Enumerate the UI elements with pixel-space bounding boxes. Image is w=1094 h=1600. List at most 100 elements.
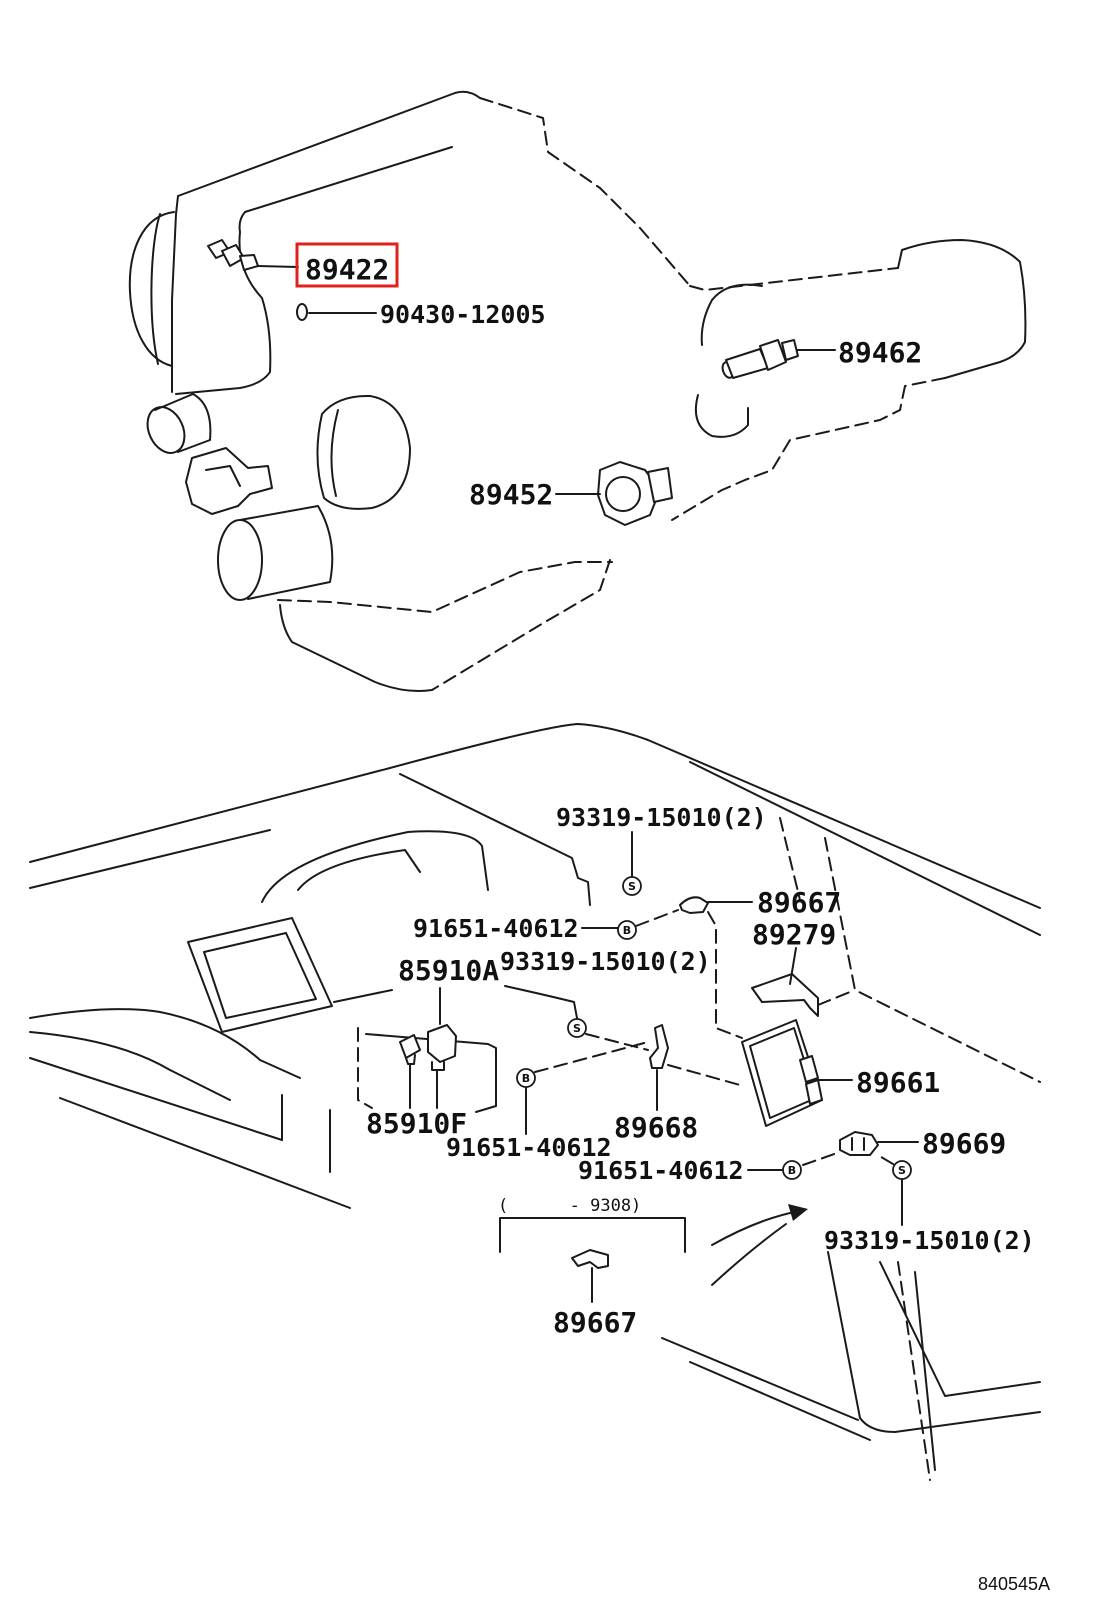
extension-bottom-hidden-edge	[671, 377, 946, 521]
sensor-face	[605, 476, 641, 512]
callout-91651-40612-mid[interactable]: 91651-40612	[446, 1133, 612, 1162]
oil-pan-hidden-edge	[277, 561, 613, 613]
ecu-connector	[799, 1055, 819, 1083]
callout-89661[interactable]: 89661	[856, 1066, 940, 1099]
bolt-marker-letter: B	[522, 1072, 530, 1085]
relay-85910f	[399, 1034, 421, 1109]
relay-bracket-hidden-edge	[357, 1027, 373, 1109]
bolt-marker: B	[516, 1068, 536, 1088]
bolt-marker-ring	[617, 920, 637, 940]
bell-housing-edge	[171, 195, 179, 393]
dash-lower-face	[281, 989, 393, 1173]
housing-top-hidden-edge	[479, 97, 691, 287]
sensor-89452	[555, 461, 673, 526]
bolt-marker-ring	[782, 1160, 802, 1180]
sensor-89462	[721, 339, 836, 379]
housing-top-edge	[177, 90, 481, 197]
housing-left-contour	[175, 211, 272, 395]
callout-89667-inset[interactable]: 89667	[553, 1306, 637, 1339]
callout-89452[interactable]: 89452	[469, 478, 553, 511]
screw-marker-letter: S	[898, 1164, 906, 1177]
mounting-line	[817, 991, 851, 1006]
center-ring	[316, 394, 411, 510]
sensor-89422	[207, 239, 299, 271]
leader-line	[257, 265, 299, 268]
inset-production-range: ( - 9308)	[498, 1196, 641, 1216]
output-shaft-body	[154, 393, 212, 453]
bracket-89667	[679, 896, 753, 914]
screw-marker-letter: S	[573, 1022, 581, 1035]
center-panel-outer	[187, 917, 333, 1033]
bracket-89668	[649, 1024, 669, 1111]
inset-bracket-line	[499, 1217, 686, 1253]
callout-89462[interactable]: 89462	[838, 336, 922, 369]
extension-nose	[694, 283, 763, 438]
sensor-connector	[647, 467, 673, 503]
leader-line	[789, 947, 797, 985]
bolt-marker-ring	[516, 1068, 536, 1088]
bracket-body	[571, 1249, 609, 1269]
diagram-code: 840545A	[978, 1574, 1050, 1594]
screw-marker-ring	[567, 1018, 587, 1038]
relay-body	[427, 1024, 457, 1063]
callout-89279[interactable]: 89279	[752, 918, 836, 951]
windshield-base	[689, 761, 1041, 936]
mount-bracket	[185, 447, 273, 515]
screw-marker-ring	[622, 876, 642, 896]
callout-89668[interactable]: 89668	[614, 1111, 698, 1144]
callout-93319-15010-mid[interactable]: 93319-15010(2)	[500, 947, 711, 976]
relay-terminal	[431, 1061, 445, 1071]
screw-marker: S	[892, 1160, 912, 1180]
bracket-body	[649, 1024, 669, 1069]
callout-85910a[interactable]: 85910A	[398, 954, 499, 987]
callout-91651-40612-low[interactable]: 91651-40612	[578, 1156, 744, 1185]
mounting-lines	[534, 909, 894, 1166]
front-cylinder-body	[239, 505, 334, 600]
highlight-box	[295, 242, 399, 288]
callout-91651-40612-top[interactable]: 91651-40612	[413, 914, 579, 943]
arrow-head	[788, 1204, 808, 1221]
housing-lower-hidden-edge	[431, 559, 611, 691]
dash-center-edge	[399, 773, 591, 906]
dash-top-edge	[29, 723, 1041, 909]
screw-marker: S	[622, 876, 642, 896]
mounting-line	[667, 1064, 741, 1086]
mounting-line	[707, 911, 743, 1039]
mounting-line	[875, 1153, 894, 1165]
leader-line	[504, 985, 578, 1019]
callout-93319-15010-top[interactable]: 93319-15010(2)	[556, 803, 767, 832]
bolt-marker-letter: B	[788, 1164, 796, 1177]
bracket-89667-inset	[571, 1249, 609, 1303]
location-arrow	[711, 1204, 808, 1286]
pillar-hidden-lines	[779, 817, 1041, 1083]
bracket-hole	[851, 1137, 865, 1151]
cover-89279	[751, 947, 819, 1017]
relay-85910a	[427, 987, 457, 1109]
meter-hood	[261, 830, 489, 903]
front-cylinder-end	[217, 519, 263, 601]
sensor-body	[239, 254, 259, 271]
housing-inner-top-edge	[244, 146, 453, 213]
floor-hidden-line	[897, 1261, 931, 1481]
screw-marker-letter: S	[628, 880, 636, 893]
arrow-shaft	[711, 1223, 787, 1286]
output-shaft-end	[146, 406, 186, 454]
callout-90430-12005[interactable]: 90430-12005	[380, 300, 546, 329]
dash-upper-line	[29, 829, 271, 889]
steering-column	[29, 1008, 301, 1101]
mounting-line	[802, 1151, 841, 1166]
bolt-marker-letter: B	[623, 924, 631, 937]
callout-89667-upper[interactable]: 89667	[757, 886, 841, 919]
arrow-shaft	[711, 1210, 801, 1246]
bracket-body	[679, 896, 709, 914]
relay-body	[399, 1034, 421, 1059]
bell-housing-front	[128, 211, 175, 367]
callout-89669[interactable]: 89669	[922, 1127, 1006, 1160]
callout-89422[interactable]: 89422	[305, 253, 389, 286]
callout-93319-15010-low[interactable]: 93319-15010(2)	[824, 1226, 1035, 1255]
sensor-hex	[759, 339, 787, 371]
transmission-outline	[128, 90, 1027, 692]
callout-85910f[interactable]: 85910F	[366, 1107, 467, 1140]
mounting-line	[585, 1033, 649, 1051]
